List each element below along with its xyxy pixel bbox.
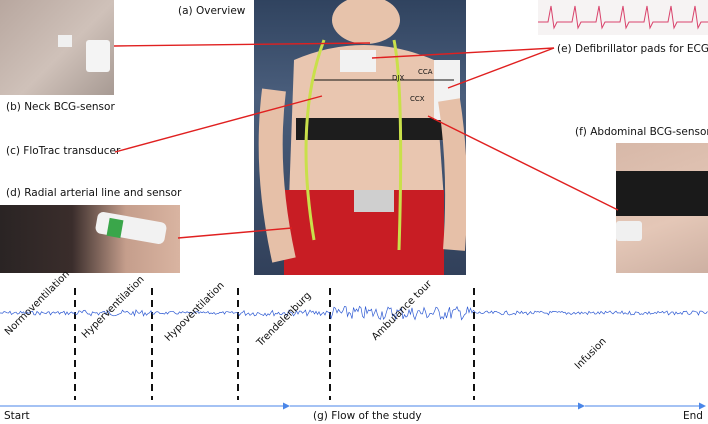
phase-separators xyxy=(74,288,475,400)
pointer-defib-a xyxy=(371,47,555,59)
label-abdominal: (f) Abdominal BCG-sensor xyxy=(575,126,708,138)
pointer-abdominal xyxy=(427,115,619,211)
bcg-signal xyxy=(0,305,708,321)
label-neck-sensor: (b) Neck BCG-sensor xyxy=(6,101,115,113)
abdominal-sensor-photo xyxy=(616,143,708,273)
flow-arrow-head-3 xyxy=(699,402,706,410)
label-radial: (d) Radial arterial line and sensor xyxy=(6,187,182,199)
abdominal-sensor-device xyxy=(616,221,642,241)
abdominal-belt xyxy=(616,171,708,216)
label-djx: DJX xyxy=(392,74,405,82)
pointer-flotrac xyxy=(114,95,323,153)
ecg-trace-photo xyxy=(538,0,708,35)
timeline-start: Start xyxy=(4,410,30,422)
neck-sensor-device xyxy=(86,40,110,72)
label-defib: (e) Defibrillator pads for ECG xyxy=(557,43,708,55)
pointer-neck xyxy=(113,42,371,47)
pointer-defib-b xyxy=(447,47,555,89)
label-ccx: CCX xyxy=(410,95,425,103)
neck-sensor-photo xyxy=(0,0,114,95)
pointer-lines xyxy=(113,42,619,239)
ecg-trace xyxy=(538,5,708,30)
label-flow: (g) Flow of the study xyxy=(313,410,422,422)
flow-arrow-head-1 xyxy=(283,402,290,410)
neck-sensor-patch xyxy=(58,35,72,47)
label-flotrac: (c) FloTrac transducer xyxy=(6,145,121,157)
pointer-radial xyxy=(177,227,293,239)
flow-arrow-head-2 xyxy=(578,402,585,410)
radial-line-photo xyxy=(0,205,180,273)
study-flow-arrows xyxy=(0,402,706,410)
timeline-end: End xyxy=(683,410,703,422)
label-cca: CCA xyxy=(418,68,433,76)
label-overview: (a) Overview xyxy=(178,5,246,17)
